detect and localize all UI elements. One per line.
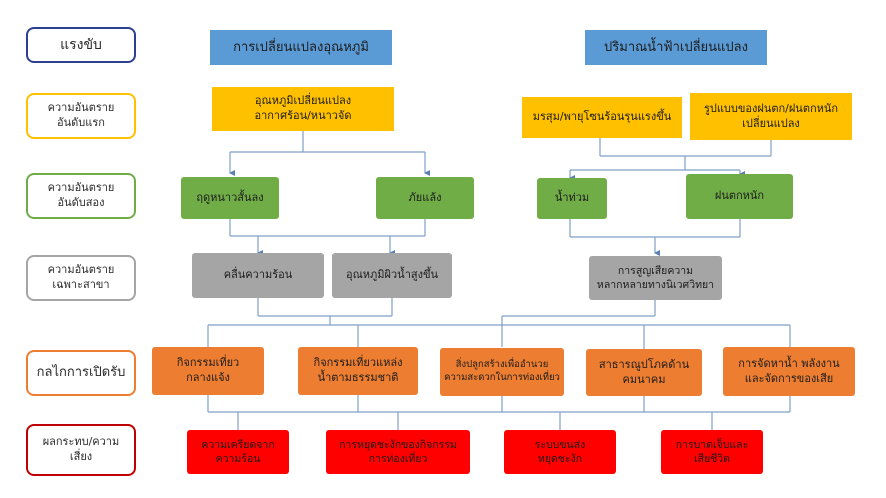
connector-orange-down [207, 395, 791, 412]
connector-gray-down [257, 298, 656, 325]
row-label-secondary-hazard: ความอันตราย อันดับสอง [26, 173, 136, 219]
secondary-flood: น้ำท่วม [537, 178, 607, 219]
connector-green-right-merge [569, 219, 741, 238]
exposure-natural-water: กิจกรรมเที่ยวแหล่ง น้ำตามธรรมชาติ [298, 347, 418, 395]
specific-heatwave: คลื่นความร้อน [192, 253, 324, 298]
connector-green-merge [229, 219, 426, 237]
exposure-facilities: สิ่งปลูกสร้างเพื่ออำนวย ความสะดวกในการท่… [440, 348, 564, 396]
primary-rain-pattern: รูปแบบของฝนตก/ฝนตกหนัก เปลี่ยนแปลง [690, 93, 852, 140]
row-label-primary-hazard: ความอันตราย อันดับแรก [26, 93, 136, 139]
secondary-drought: ภัยแล้ง [376, 177, 474, 219]
row-label-impact: ผลกระทบ/ความ เสี่ยง [26, 424, 136, 476]
driver-rainfall-change: ปริมาณน้ำฟ้าเปลี่ยนแปลง [585, 30, 767, 65]
row-label-exposure: กลไกการเปิดรับ [26, 350, 136, 396]
secondary-heavy-rain: ฝนตกหนัก [686, 174, 793, 219]
impact-heat-stress: ความเครียดจาก ความร้อน [187, 430, 289, 474]
primary-temp-change: อุณหภูมิเปลี่ยนแปลง อากาศร้อน/หนาวจัด [212, 87, 394, 131]
secondary-short-winter: ฤดูหนาวสั้นลง [181, 177, 279, 219]
row-label-driver: แรงขับ [26, 27, 136, 63]
driver-climate-change: การเปลี่ยนแปลงอุณหภูมิ [210, 30, 392, 65]
exposure-water-energy: การจัดหาน้ำ พลังงาน และจัดการของเสีย [723, 347, 855, 396]
connector-temp-split [230, 130, 425, 153]
specific-biodiversity: การสูญเสียความ หลากหลายทางนิเวศวิทยา [589, 256, 722, 300]
impact-transport-disruption: ระบบขนส่ง หยุดชะงัก [504, 430, 616, 474]
exposure-transport-utilities: สาธารณูปโภคด้าน คมนาคม [586, 349, 702, 396]
exposure-outdoor-activity: กิจกรรมเที่ยว กลางแจ้ง [152, 347, 264, 395]
specific-sea-temp: อุณหภูมิผิวน้ำสูงขึ้น [332, 253, 452, 298]
row-label-specific-hazard: ความอันตราย เฉพาะสาขา [26, 255, 136, 301]
impact-activity-disruption: การหยุดชะงักของกิจกรรม การท่องเที่ยว [326, 430, 470, 474]
connector-storm-rain-merge [570, 138, 772, 171]
impact-injury-death: การบาดเจ็บและ เสียชีวิต [661, 430, 763, 474]
primary-storms: มรสุม/พายุโซนร้อนรุนแรงขึ้น [522, 97, 682, 138]
